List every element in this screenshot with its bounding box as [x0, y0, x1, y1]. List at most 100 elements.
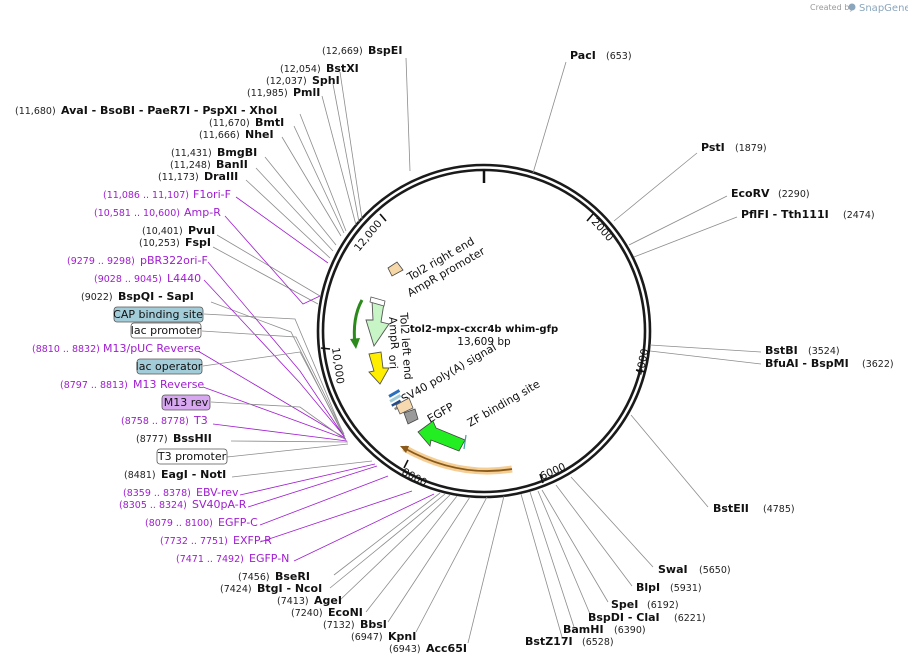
tick-2000 [586, 213, 594, 222]
primer-m13puc-pos: (8810 .. 8832) [32, 344, 100, 355]
primer-egfpn[interactable]: EGFP-N [249, 552, 289, 565]
site-pflfi-pos: (2474) [843, 210, 875, 221]
watermark-brand: SnapGene [859, 3, 908, 14]
site-nhei-pos: (11,666) [199, 130, 240, 141]
tick-12000 [379, 213, 387, 222]
lac-operator-label: lac operator [136, 360, 203, 373]
sv40-block [403, 408, 419, 425]
site-banii[interactable]: BanII [216, 158, 248, 171]
site-avai[interactable]: AvaI - BsoBI - PaeR7I - PspXI - XhoI [61, 104, 277, 117]
cap-binding-site-box[interactable] [113, 306, 204, 323]
lac-operator-mark [388, 389, 401, 398]
site-nhei[interactable]: NheI [245, 128, 274, 141]
site-bstz17i[interactable]: BstZ17I [525, 635, 573, 648]
tol2-right-end-arrow [387, 261, 404, 277]
site-bmti[interactable]: BmtI [255, 116, 284, 129]
zf-arrowhead [400, 446, 409, 453]
site-bseri[interactable]: BseRI [275, 570, 310, 583]
site-bspqi[interactable]: BspQI - SapI [118, 290, 194, 303]
site-swai[interactable]: SwaI [658, 563, 688, 576]
site-pvui-pos: (10,401) [142, 226, 183, 237]
primer-m13rev[interactable]: M13 Reverse [133, 378, 204, 391]
site-bfuai[interactable]: BfuAI - BspMI [765, 357, 849, 370]
site-spei[interactable]: SpeI [611, 598, 638, 611]
site-bspdi[interactable]: BspDI - ClaI [588, 611, 660, 624]
site-eagi[interactable]: EagI - NotI [161, 468, 226, 481]
t3-promoter-box[interactable] [156, 448, 228, 465]
site-bsshii[interactable]: BssHII [173, 432, 212, 445]
primer-ebvrev-pos: (8359 .. 8378) [123, 488, 191, 499]
site-ecorv[interactable]: EcoRV [731, 187, 770, 200]
primer-ampr[interactable]: Amp-R [184, 206, 221, 219]
watermark: Created by SnapGene [810, 3, 908, 14]
site-psti[interactable]: PstI [701, 141, 725, 154]
site-bspei-pos: (12,669) [322, 46, 363, 57]
site-bsteii[interactable]: BstEII [713, 502, 749, 515]
right-site-leaders [520, 61, 762, 638]
site-agei[interactable]: AgeI [314, 594, 342, 607]
site-draiii[interactable]: DraIII [204, 170, 238, 183]
ampr-arrow [365, 299, 390, 348]
site-fspi[interactable]: FspI [185, 236, 211, 249]
site-kpni[interactable]: KpnI [388, 630, 416, 643]
primer-f1ori[interactable]: F1ori-F [193, 188, 231, 201]
lac-promoter-box[interactable] [130, 322, 202, 339]
primer-exfpr-pos: (7732 .. 7751) [160, 536, 228, 547]
site-btgi-pos: (7424) [220, 584, 252, 595]
site-avai-pos: (11,680) [15, 106, 56, 117]
cap-site-mark [389, 394, 402, 403]
tick-label-8000: 8000 [400, 466, 429, 489]
primer-exfpr[interactable]: EXFP-R [233, 534, 272, 547]
primer-m13puc[interactable]: M13/pUC Reverse [103, 342, 201, 355]
zf-binding-site-mark [463, 434, 467, 450]
site-kpni-pos: (6947) [351, 632, 383, 643]
site-bspqi-pos: (9022) [81, 292, 113, 303]
site-bfuai-pos: (3622) [862, 359, 894, 370]
tick-6000 [539, 473, 544, 484]
site-psti-pos: (1879) [735, 143, 767, 154]
site-paci-pos: (653) [606, 51, 632, 62]
primer-t3[interactable]: T3 [193, 414, 208, 427]
site-sphi-pos: (12,037) [266, 76, 307, 87]
feature-cluster-lac [388, 389, 419, 425]
plasmid-name: tol2-mpx-cxcr4b whim-gfp [410, 324, 558, 335]
primer-egfpc[interactable]: EGFP-C [218, 516, 258, 529]
site-econi[interactable]: EcoNI [328, 606, 363, 619]
site-bmgbi[interactable]: BmgBI [217, 146, 257, 159]
m13-rev-box[interactable] [161, 394, 211, 411]
site-bspei[interactable]: BspEI [368, 44, 402, 57]
site-pvui[interactable]: PvuI [188, 224, 215, 237]
site-btgi[interactable]: BtgI - NcoI [257, 582, 322, 595]
tol2-left-end-label: Tol2 left end [397, 311, 415, 380]
zf-arc [403, 447, 513, 472]
site-blpi-pos: (5931) [670, 583, 702, 594]
ori-arrow [368, 351, 390, 385]
site-pmli[interactable]: PmlI [293, 86, 320, 99]
lac-operator-box[interactable] [136, 358, 203, 375]
tick-label-10000: 10,000 [329, 347, 346, 385]
site-blpi[interactable]: BlpI [636, 581, 660, 594]
site-bamhi[interactable]: BamHI [563, 623, 604, 636]
site-bmgbi-pos: (11,431) [171, 148, 212, 159]
primer-labels: (11,086 .. 11,107) F1ori-F (10,581 .. 10… [32, 188, 289, 565]
site-bstxi[interactable]: BstXI [326, 62, 359, 75]
bottom-site-labels: (7456) BseRI (7424) BtgI - NcoI (7413) A… [220, 570, 467, 655]
site-paci[interactable]: PacI [570, 49, 596, 62]
site-pflfi[interactable]: PflFI - Tth111I [741, 208, 829, 221]
primer-ebvrev[interactable]: EBV-rev [196, 486, 239, 499]
site-sphi[interactable]: SphI [312, 74, 340, 87]
tick-label-2000: 2000 [589, 216, 616, 244]
ampr-promoter-arrow [369, 296, 386, 307]
site-bstz17i-pos: (6528) [582, 637, 614, 648]
zf-binding-site-label: ZF binding site [465, 377, 542, 429]
site-eagi-pos: (8481) [124, 470, 156, 481]
site-bstbi[interactable]: BstBI [765, 344, 798, 357]
site-acc65i[interactable]: Acc65I [426, 642, 467, 655]
site-bbsi[interactable]: BbsI [360, 618, 387, 631]
primer-sv40pa[interactable]: SV40pA-R [192, 498, 247, 511]
primer-pbr322[interactable]: pBR322ori-F [140, 254, 208, 267]
site-bmti-pos: (11,670) [209, 118, 250, 129]
primer-l4440[interactable]: L4440 [167, 272, 201, 285]
right-site-labels: PacI (653) PstI (1879) EcoRV (2290) PflF… [525, 49, 894, 648]
